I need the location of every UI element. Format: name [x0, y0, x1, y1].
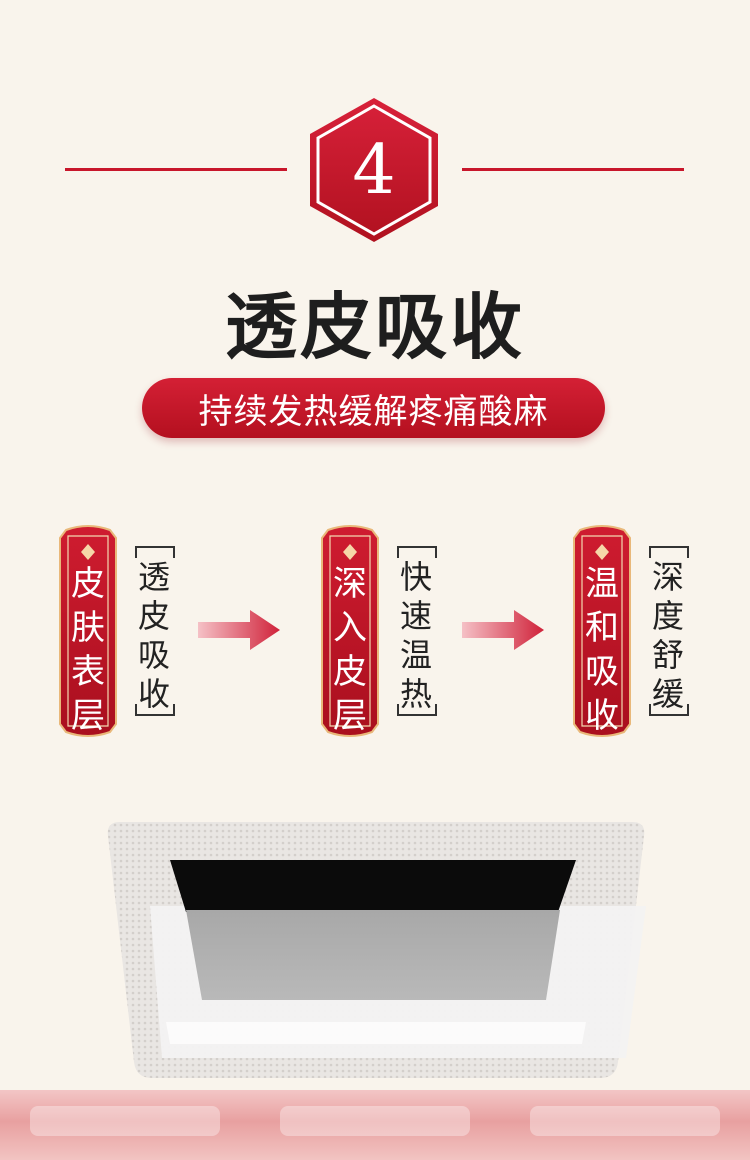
step-tag-char: 表	[71, 652, 105, 692]
page-title: 透皮吸收	[224, 285, 525, 369]
step-desc-char: 透	[137, 558, 170, 596]
step-desc-3: 深 度 舒 缓	[643, 546, 693, 716]
step-desc-char: 收	[137, 675, 170, 713]
hexagon-badge-icon	[310, 98, 438, 242]
bracket-bottom	[135, 704, 175, 716]
step-desc-char: 快	[399, 558, 432, 596]
step-desc-char: 度	[651, 597, 684, 635]
step-desc-char: 热	[399, 675, 432, 713]
step-number: 4	[352, 130, 396, 210]
diamond-ornament-icon	[343, 544, 357, 560]
heat-pad-illustration	[106, 822, 646, 1082]
step-tag-char: 温	[585, 564, 619, 604]
heat-pad-image	[107, 822, 646, 1078]
step-desc-char: 缓	[651, 675, 684, 713]
step-desc-char: 舒	[651, 636, 684, 674]
bottom-decorative-band	[0, 1090, 750, 1160]
title-divider-right	[462, 168, 684, 171]
diamond-ornament-icon	[81, 544, 95, 560]
subtitle-pill: 持续发热缓解疼痛酸麻	[142, 378, 605, 438]
step-tag-char: 层	[333, 696, 367, 736]
step-desc-char: 皮	[137, 597, 170, 635]
arrow-right-icon	[462, 610, 544, 650]
step-tag-char: 皮	[71, 564, 105, 604]
step-tag-char: 肤	[71, 608, 105, 648]
band-ridge	[530, 1106, 720, 1136]
tag-banner-icon	[59, 525, 117, 737]
title-divider-left	[65, 168, 287, 171]
step-tag-char: 层	[71, 696, 105, 736]
step-tag-char: 入	[333, 608, 367, 648]
step-desc-char: 速	[399, 597, 432, 635]
step-tag-1: 皮 肤 表 层	[56, 522, 120, 740]
step-tag-char: 收	[585, 696, 619, 736]
band-ridge	[30, 1106, 220, 1136]
tag-banner-icon	[573, 525, 631, 737]
step-desc-char: 吸	[137, 636, 170, 674]
step-tag-char: 和	[585, 608, 619, 648]
step-tag-char: 深	[333, 564, 367, 604]
bracket-bottom	[649, 704, 689, 716]
subtitle-text: 持续发热缓解疼痛酸麻	[198, 391, 549, 432]
step-number-badge: 4	[308, 96, 440, 244]
step-tag-char: 吸	[585, 652, 619, 692]
diamond-ornament-icon	[595, 544, 609, 560]
step-tag-2: 深 入 皮 层	[318, 522, 382, 740]
bracket-top	[135, 546, 175, 558]
band-ridge	[280, 1106, 470, 1136]
step-desc-2: 快 速 温 热	[391, 546, 441, 716]
step-desc-1: 透 皮 吸 收	[129, 546, 179, 716]
step-desc-char: 深	[651, 558, 684, 596]
bracket-top	[649, 546, 689, 558]
bracket-bottom	[397, 704, 437, 716]
step-tag-3: 温 和 吸 收	[570, 522, 634, 740]
step-desc-char: 温	[399, 636, 432, 674]
tag-banner-icon	[321, 525, 379, 737]
bracket-top	[397, 546, 437, 558]
step-tag-char: 皮	[333, 652, 367, 692]
arrow-right-icon	[198, 610, 280, 650]
